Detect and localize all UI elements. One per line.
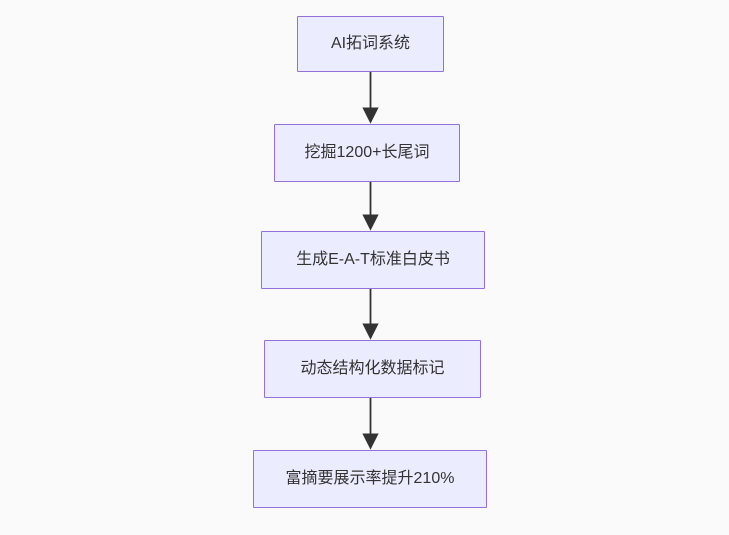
flow-node-longtail-mining: 挖掘1200+长尾词 [274,124,460,182]
flow-node-structured-data: 动态结构化数据标记 [264,340,481,398]
flow-node-label: 生成E-A-T标准白皮书 [296,251,450,268]
flow-node-label: 富摘要展示率提升210% [285,470,455,487]
flow-node-eat-whitepaper: 生成E-A-T标准白皮书 [261,231,485,289]
flow-node-label: 挖掘1200+长尾词 [304,144,430,161]
flow-node-ai-word-system: AI拓词系统 [297,16,444,72]
flow-node-label: AI拓词系统 [330,35,411,52]
flow-node-rich-snippet-result: 富摘要展示率提升210% [253,450,487,508]
flow-node-label: 动态结构化数据标记 [300,360,445,377]
